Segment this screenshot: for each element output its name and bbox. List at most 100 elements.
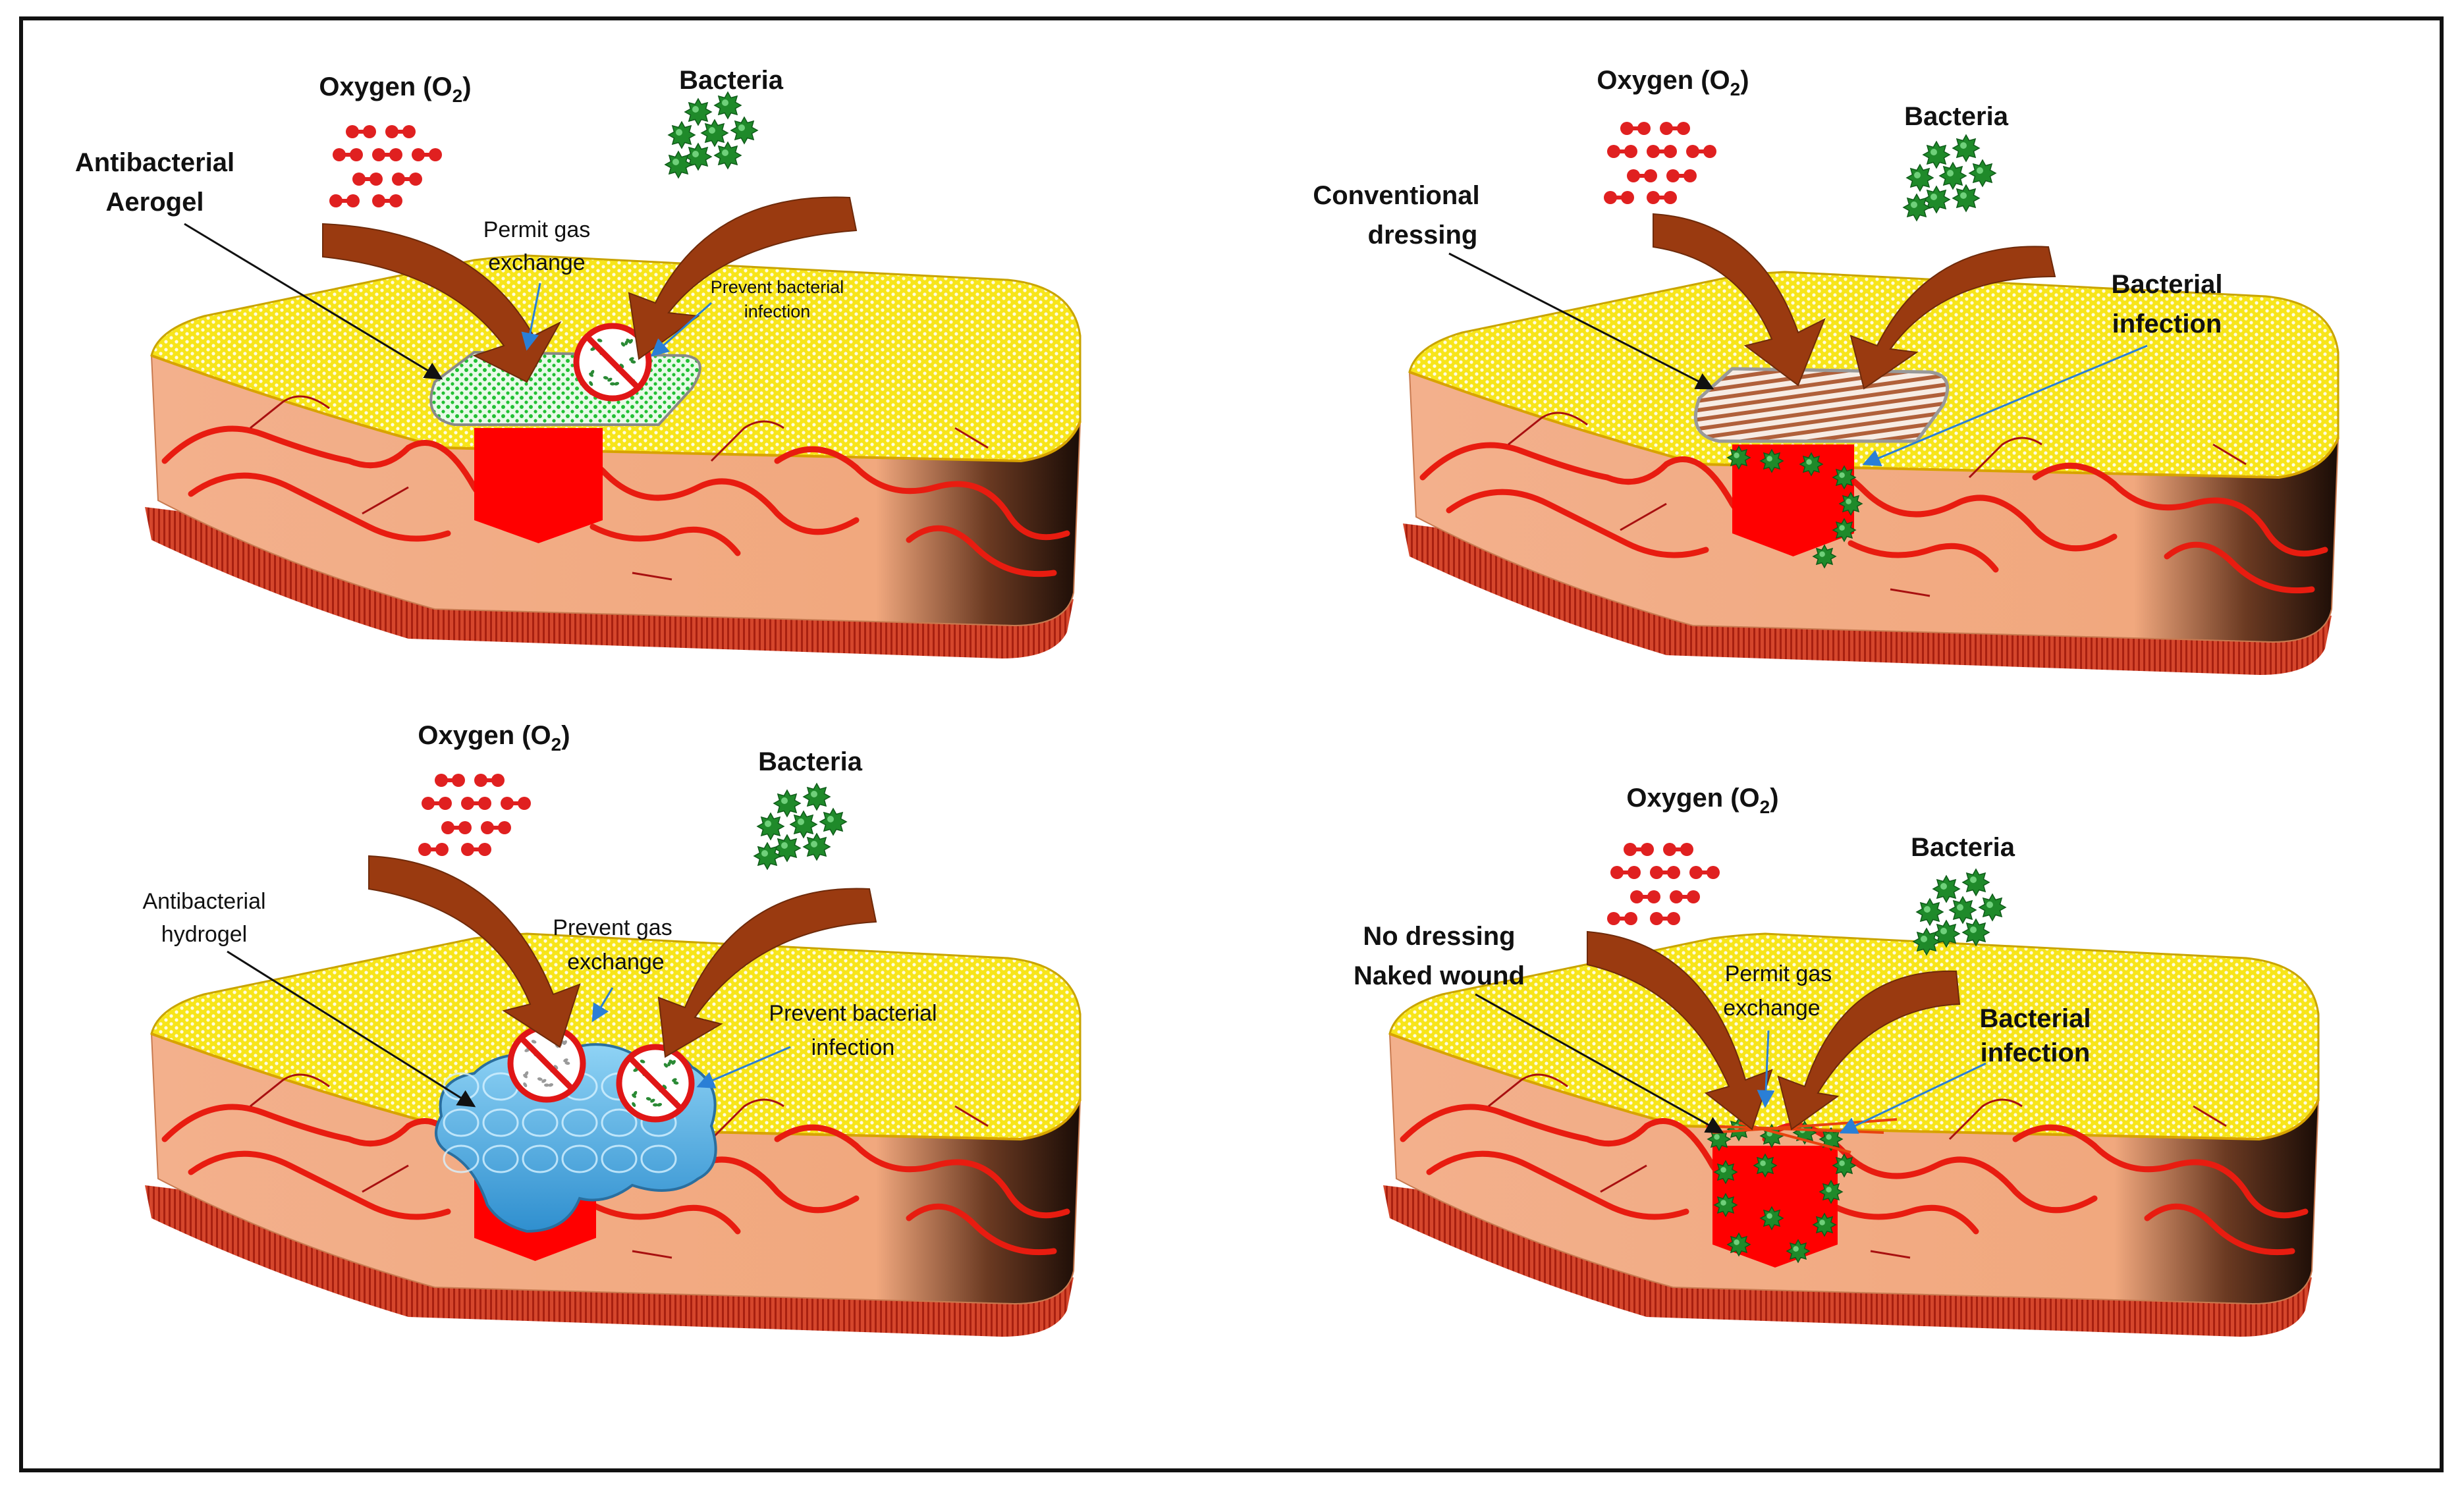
bacterium-icon — [713, 141, 742, 170]
note-line1: Bacterial — [2112, 270, 2223, 299]
oxygen-molecules — [1607, 843, 1720, 925]
bacterium-icon — [1726, 1232, 1751, 1257]
bacteria-arrow — [1777, 970, 1961, 1131]
wound-cavity — [474, 428, 603, 543]
panel-hydrogel: Oxygen (O2)BacteriaAntibacterialhydrogel… — [142, 721, 1081, 1337]
pointer-line — [521, 282, 541, 351]
note-line1: Permit gas — [483, 217, 591, 242]
gel-bubble — [561, 1144, 598, 1173]
bacteria-label: Bacteria — [679, 66, 784, 95]
aerogel-dressing — [429, 350, 701, 426]
gel-bubble — [561, 1108, 598, 1137]
note-line1: Prevent bacterial — [769, 1001, 937, 1026]
bacterium-icon — [1922, 140, 1951, 169]
bacterium-icon — [1759, 1206, 1784, 1231]
bacterium-icon — [1759, 448, 1784, 473]
oxygen-arrow — [322, 223, 562, 383]
bacteria-cluster — [1912, 868, 2007, 956]
dressing-label-line2: Naked wound — [1354, 961, 1525, 990]
blood-vessel — [1426, 1150, 1689, 1220]
pointer-line — [696, 1046, 791, 1088]
blood-vessel — [2012, 1124, 2309, 1219]
bacterium-icon — [1961, 918, 1990, 947]
bacterium-icon — [667, 121, 696, 149]
pointer-line — [1475, 993, 1724, 1134]
capillary — [362, 1164, 409, 1193]
blood-vessel — [2032, 462, 2328, 557]
gel-bubble — [522, 1108, 559, 1137]
bacteria-arrow — [628, 196, 858, 360]
blood-vessel — [906, 525, 1057, 577]
note-line2: infection — [811, 1035, 895, 1060]
blood-vessel — [589, 523, 741, 556]
blood-vessel — [774, 446, 1070, 541]
capillary — [1890, 588, 1930, 597]
gel-bubble — [443, 1144, 479, 1173]
oxygen-label: Oxygen (O2) — [418, 721, 570, 755]
oxygen-molecules — [1604, 122, 1716, 204]
oxygen-molecules — [329, 125, 442, 207]
bacterium-icon — [684, 142, 713, 171]
bacterium-icon — [1978, 893, 2007, 922]
gel-bubble — [522, 1144, 559, 1173]
pointer-line — [1862, 344, 2148, 467]
bacterium-icon — [1932, 919, 1961, 948]
bacterium-icon — [1961, 868, 1990, 897]
capillary — [362, 486, 409, 515]
gel-bubble — [482, 1108, 519, 1137]
oxygen-label: Oxygen (O2) — [319, 72, 471, 106]
oxygen-arrow — [1653, 213, 1826, 387]
bacterium-icon — [1713, 1192, 1738, 1218]
capillary — [250, 395, 330, 429]
bacterium-icon — [1832, 518, 1857, 543]
note-line2: infection — [2112, 309, 2222, 338]
bacterium-icon — [1713, 1160, 1738, 1185]
note-line2: exchange — [488, 250, 585, 275]
capillary — [710, 420, 784, 462]
bacterium-icon — [1915, 897, 1944, 926]
note-line2: exchange — [567, 950, 664, 975]
pointer-line — [1757, 1030, 1775, 1108]
capillary — [1870, 1250, 1911, 1259]
bacterium-icon — [1726, 445, 1751, 470]
bacteria-arrow — [1849, 246, 2056, 390]
dressing-label-line2: dressing — [1368, 221, 1478, 250]
bacterium-icon — [1932, 874, 1961, 903]
pointer-line — [1839, 1062, 1986, 1134]
bacterium-icon — [684, 97, 713, 126]
bacterium-icon — [1819, 1179, 1844, 1204]
blood-vessel — [2164, 541, 2315, 594]
bacterium-icon — [1832, 465, 1857, 490]
gel-bubble — [443, 1108, 479, 1137]
bacterium-icon — [1832, 1153, 1857, 1178]
conventional-dressing — [1693, 367, 1950, 443]
blood-vessel — [188, 1150, 451, 1220]
bacterium-icon — [664, 150, 693, 179]
bacterium-icon — [1968, 159, 1997, 188]
bacteria-label: Bacteria — [1904, 102, 2009, 131]
bacterium-icon — [1812, 1212, 1837, 1237]
bacterium-icon — [700, 119, 729, 147]
capillary — [1488, 1073, 1568, 1108]
pointer-line — [650, 302, 712, 357]
dressing-label-line2: Aerogel — [106, 188, 204, 217]
capillary — [954, 1105, 989, 1127]
bacterium-icon — [1938, 161, 1967, 190]
blood-vessel — [1848, 540, 1999, 573]
bacterium-icon — [1812, 544, 1837, 569]
prohibition-icon — [616, 1044, 695, 1123]
capillary — [632, 1250, 672, 1259]
dressing-label-line1: Antibacterial — [75, 148, 234, 177]
note-line1: Prevent bacterial — [711, 277, 844, 297]
bacteria-arrow — [657, 888, 877, 1058]
oxygen-molecules — [418, 774, 531, 856]
gel-bubble — [601, 1108, 638, 1137]
prohibition-icon — [573, 323, 652, 402]
blood-vessel — [2144, 1203, 2295, 1256]
capillary — [632, 572, 672, 581]
bacteria-label: Bacteria — [758, 747, 863, 776]
capillary — [2193, 1105, 2227, 1127]
bacteria-cluster — [1902, 134, 1997, 222]
bacterium-icon — [1786, 1239, 1811, 1264]
